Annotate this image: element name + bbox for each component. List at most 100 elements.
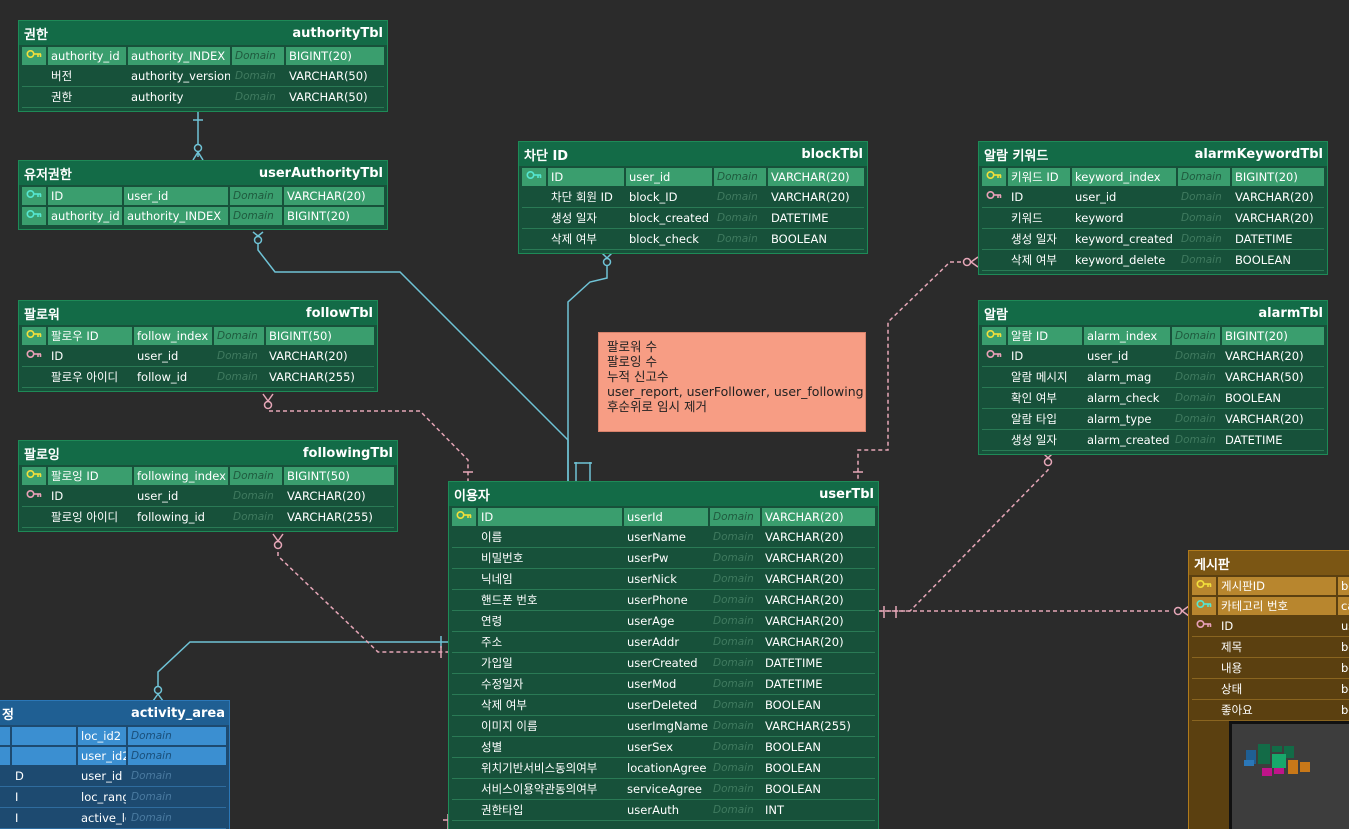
memo-note[interactable]: 팔로워 수 팔로잉 수 누적 신고수 user_report, userFoll… [598,332,866,432]
rel-user-following[interactable] [277,545,448,653]
column-physical: block_created [629,211,710,225]
entity-physical-name: userAuthorityTbl [258,165,383,181]
foreign-key-icon [22,347,46,365]
primary-key-icon [982,327,1006,345]
key-cell [452,801,476,819]
column-row[interactable]: 상태bo [1192,679,1349,700]
column-row[interactable]: 제목bo [1192,637,1349,658]
column-type: VARCHAR(20) [1225,412,1304,426]
column-row[interactable]: 좋아요bo [1192,700,1349,721]
column-row[interactable]: 게시판IDbo [1192,576,1349,596]
key-cell [452,675,476,693]
column-row[interactable]: 카테고리 번호ca [1192,596,1349,616]
rel-user-alarmkeyword[interactable] [857,261,961,482]
column-physical: ca [1338,597,1349,615]
minimap-block [1244,760,1254,766]
rel-user-activity[interactable] [152,636,448,702]
key-cell [452,738,476,756]
column-domain: Domain [717,212,758,224]
column-logical: 권한 [51,90,73,104]
column-logical: 팔로잉 ID [48,467,132,485]
entity-header[interactable]: 게시판 [1189,551,1349,575]
column-domain: Domain [131,812,172,824]
column-logical: 비밀번호 [481,551,524,565]
key-cell [982,368,1006,386]
primary-foreign-key-icon [22,207,46,225]
rel-user-alarm[interactable] [878,462,1049,612]
column-type: DATETIME [1235,232,1293,246]
column-type: BOOLEAN [765,698,821,712]
rel-authority-userauthority[interactable] [192,112,204,161]
minimap[interactable] [1229,721,1349,829]
column-domain: Domain [1181,233,1222,245]
column-row[interactable]: 내용bo [1192,658,1349,679]
